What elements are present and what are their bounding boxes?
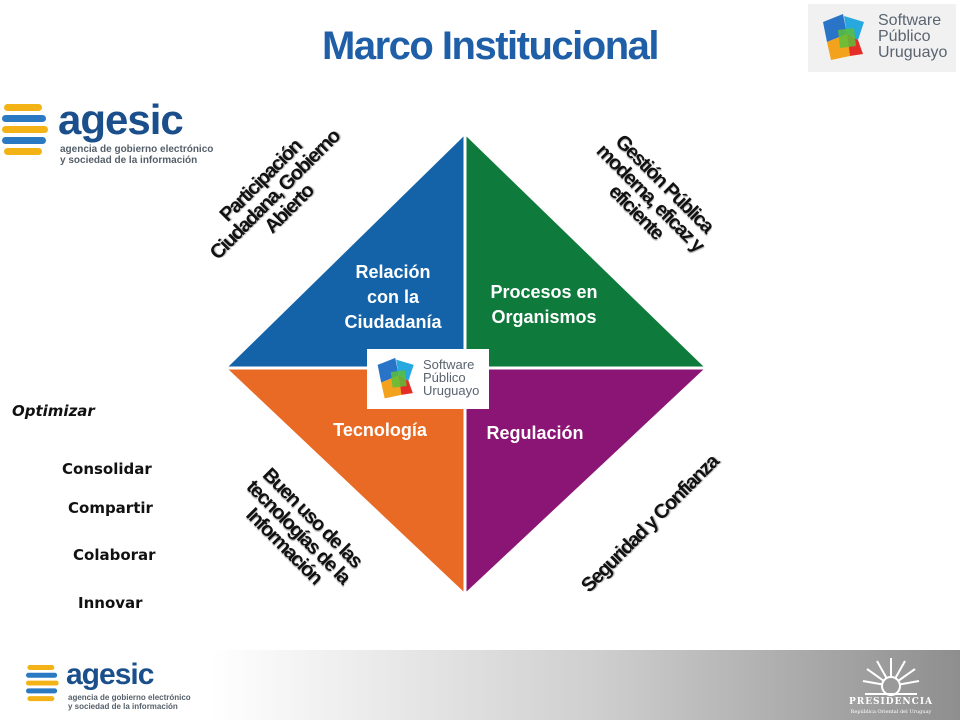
presidencia-logo[interactable]: PRESIDENCIA República Oriental del Urugu… <box>832 652 950 718</box>
presidencia-name: PRESIDENCIA <box>848 697 934 707</box>
agesic-footer-name: agesic <box>66 658 154 691</box>
spu-logo-line1: Software <box>878 12 942 29</box>
side-word-colaborar: Colaborar <box>73 546 156 564</box>
spu-logo-center[interactable]: Software Público Uruguayo <box>367 349 489 409</box>
agesic-logo-footer[interactable]: agesic agencia de gobierno electrónico y… <box>26 658 216 716</box>
presidencia-sub: República Oriental del Uruguay <box>850 709 932 715</box>
agesic-footer-sub1: agencia de gobierno electrónico <box>68 693 191 702</box>
quadrant-top-left[interactable] <box>227 135 465 368</box>
agesic-logo-icon <box>2 104 48 155</box>
spu-logo-center-icon <box>377 357 414 399</box>
spu-logo-icon <box>823 14 864 60</box>
agesic-logo-name: agesic <box>58 96 184 143</box>
side-word-compartir: Compartir <box>68 499 153 517</box>
page-title: Marco Institucional <box>322 24 660 68</box>
quadrant-label-bottom-right: Regulación <box>486 423 584 443</box>
spu-logo-top[interactable]: Software Público Uruguayo <box>808 4 956 72</box>
spu-center-line2: Público <box>423 370 466 385</box>
presidencia-sun-icon <box>862 658 920 696</box>
quadrant-top-right[interactable] <box>465 135 705 368</box>
agesic-footer-icon <box>26 665 59 702</box>
spu-center-line3: Uruguayo <box>423 383 480 398</box>
agesic-logo-top[interactable]: agesic agencia de gobierno electrónico y… <box>2 96 222 176</box>
agesic-logo-sub1: agencia de gobierno electrónico <box>60 144 214 155</box>
footer-bar <box>0 650 960 720</box>
quadrant-bottom-right[interactable] <box>465 368 705 593</box>
side-word-optimizar: Optimizar <box>12 402 95 420</box>
quadrant-label-bottom-left: Tecnología <box>333 420 427 440</box>
quadrant-label-top-right: Procesos en Organismos <box>490 282 598 328</box>
quadrant-label-top-left: Relación con la Ciudadanía <box>344 262 442 333</box>
spu-logo-line3: Uruguayo <box>878 44 948 61</box>
agesic-logo-sub2: y sociedad de la información <box>60 155 198 166</box>
quadrant-bottom-left[interactable] <box>227 368 465 593</box>
spu-logo-line2: Público <box>878 28 931 45</box>
side-word-innovar: Innovar <box>78 594 143 612</box>
spu-center-line1: Software <box>423 357 475 372</box>
side-word-consolidar: Consolidar <box>62 460 152 478</box>
agesic-footer-sub2: y sociedad de la información <box>68 701 178 711</box>
